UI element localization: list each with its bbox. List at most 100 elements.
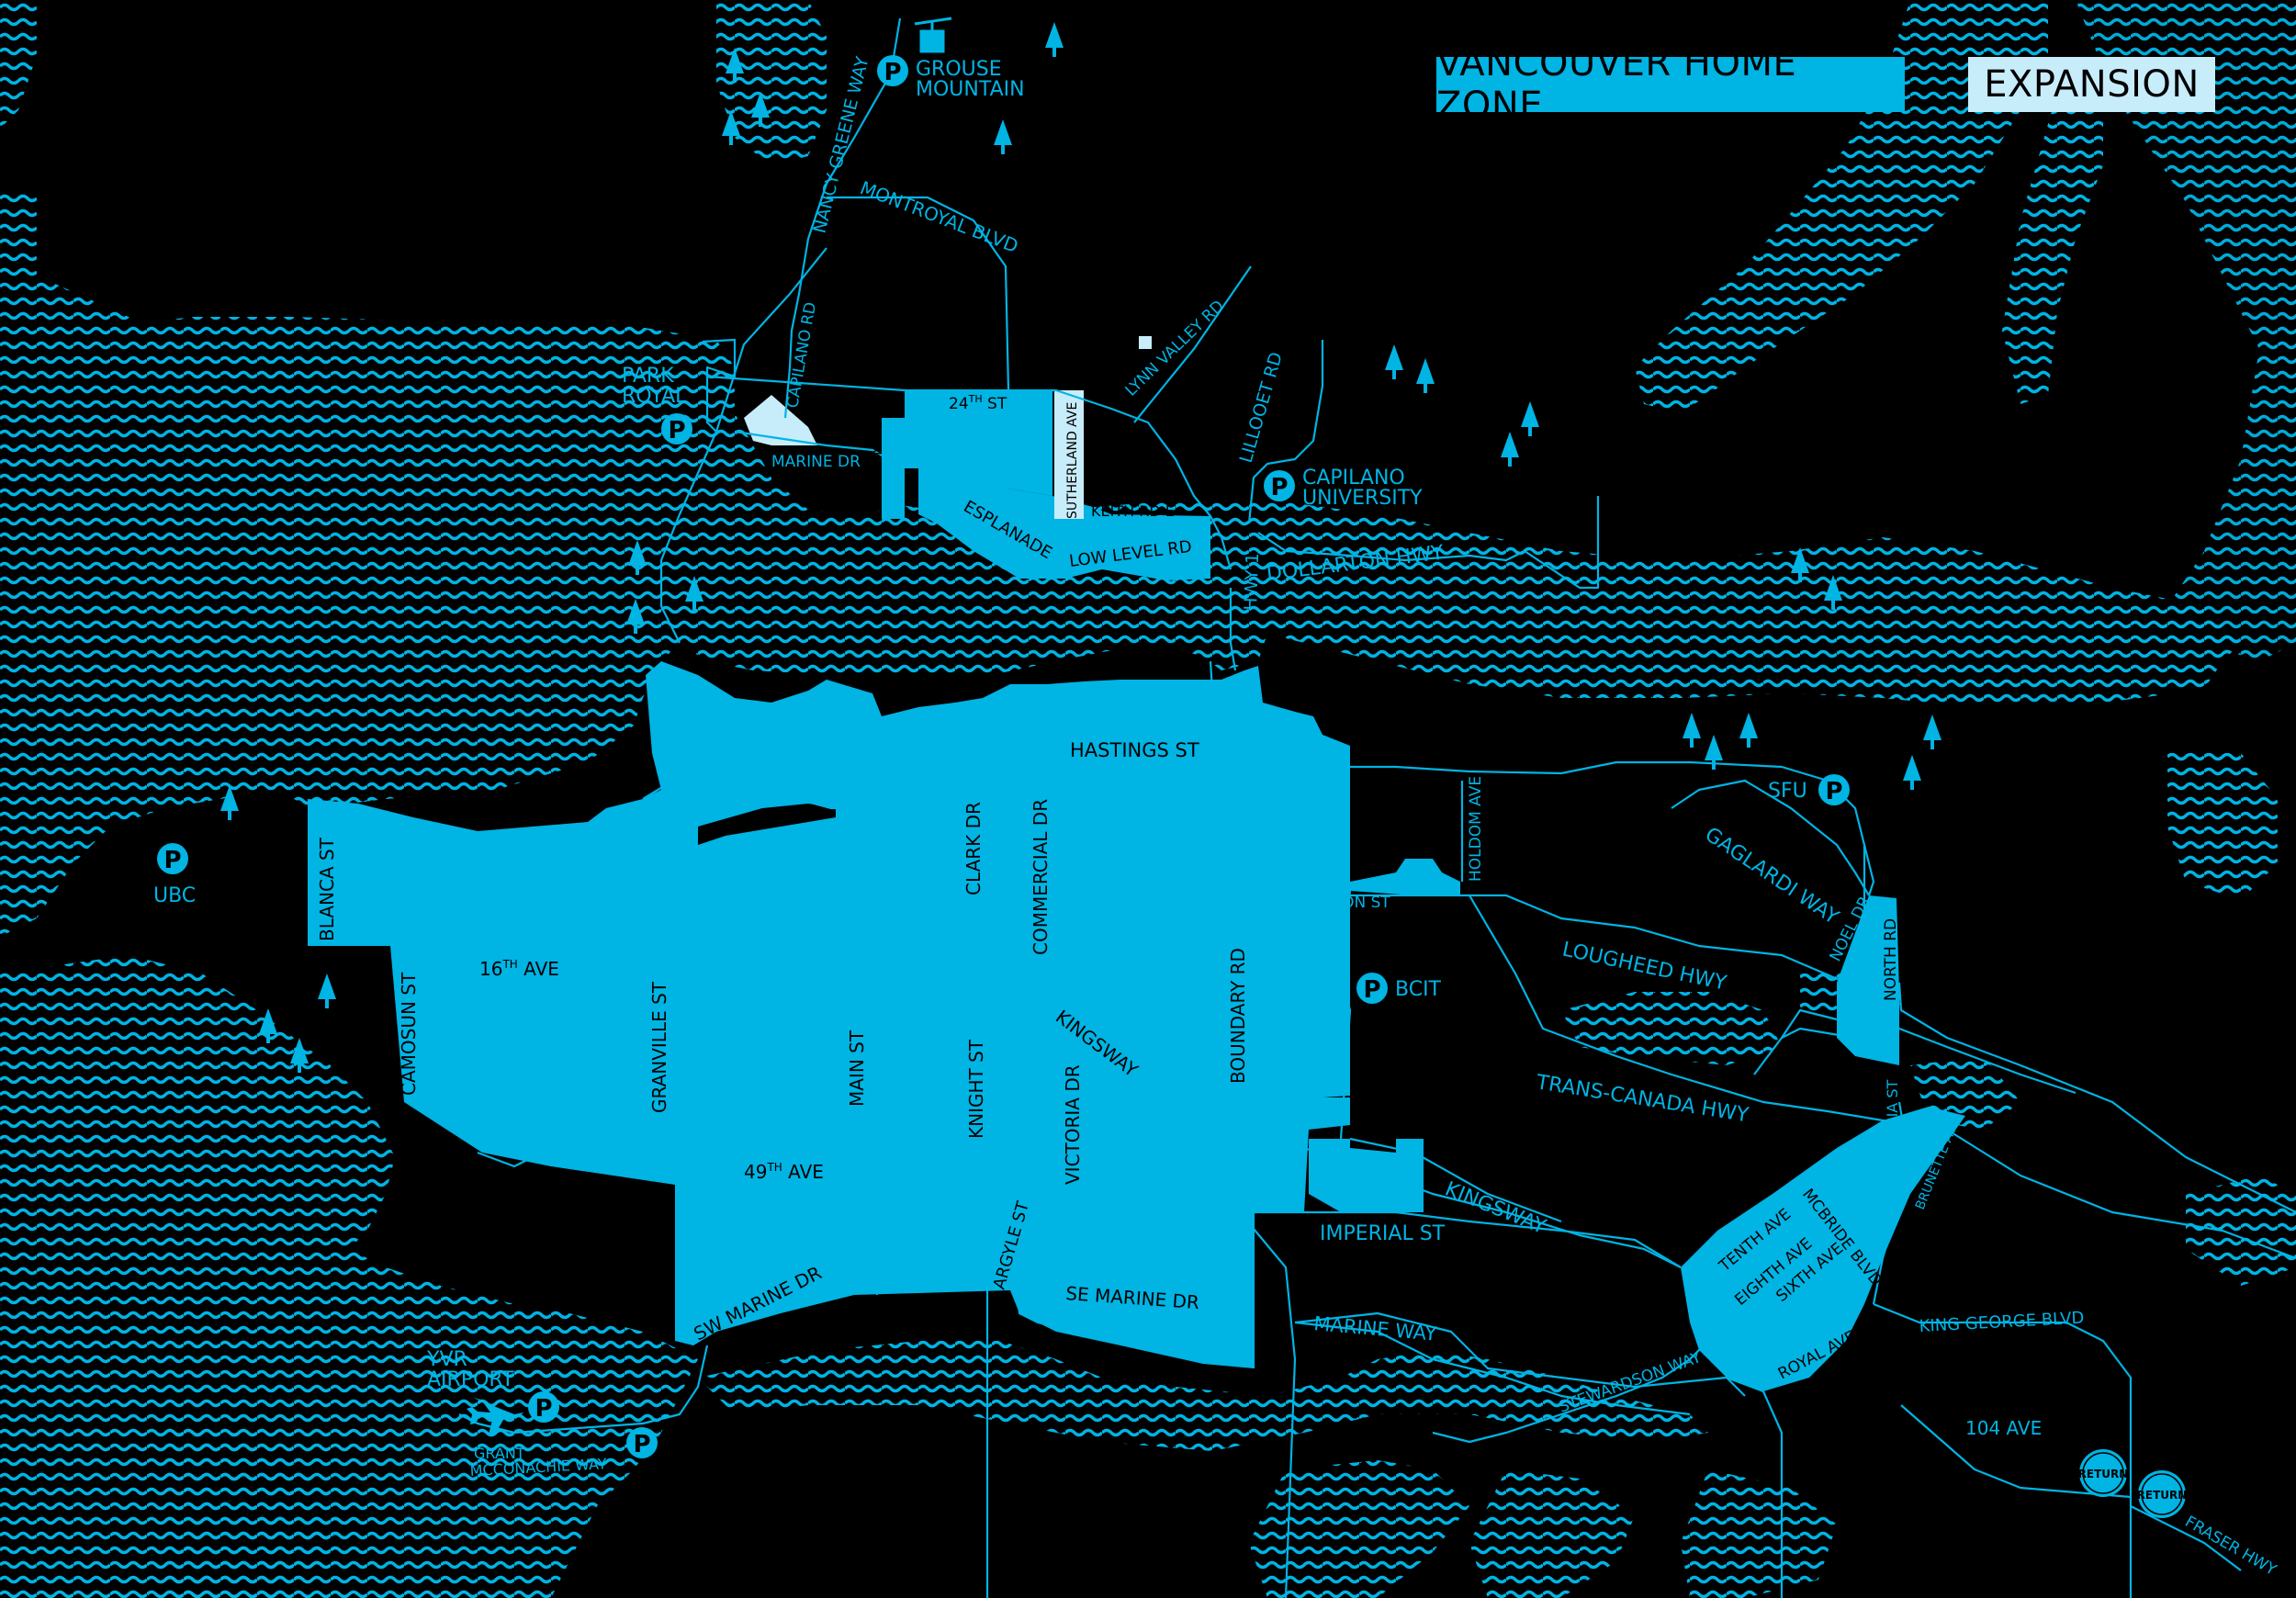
parking-icon-ubc: P — [157, 843, 188, 874]
legend-home-zone: VANCOUVER HOME ZONE — [1436, 42, 1905, 127]
parking-icon-sfu: P — [1818, 774, 1850, 805]
tree-trunk — [1930, 740, 1934, 749]
label-park-royal-2: ROYAL — [622, 385, 687, 408]
parking-icons: P P P P P P P P — [157, 55, 1850, 1458]
label-24th: 24TH ST — [949, 393, 1007, 413]
tree-icon — [1705, 735, 1723, 760]
parking-icon-airport-2: P — [626, 1427, 658, 1458]
tree-trunk — [1001, 145, 1005, 154]
label-holdom: HOLDOM AVE — [1467, 776, 1485, 882]
tree-trunk — [266, 1034, 270, 1043]
return-icons: RETURN RETURN — [2078, 1449, 2188, 1518]
label-grant: GRANT — [474, 1445, 525, 1462]
label-grouse: GROUSE — [916, 58, 1002, 81]
label-blanca: BLANCA ST — [316, 837, 338, 941]
svg-text:P: P — [633, 1431, 650, 1458]
tree-icon — [290, 1038, 309, 1063]
label-kingsway-2: KINGSWAY — [1442, 1177, 1549, 1239]
tree-icon — [220, 785, 239, 811]
tree-trunk — [1798, 573, 1802, 582]
label-capilano: CAPILANO — [1302, 467, 1405, 490]
tree-trunk — [1424, 384, 1427, 393]
label-grouse-2: MOUNTAIN — [916, 78, 1025, 101]
label-hastings: HASTINGS ST — [1070, 739, 1199, 761]
label-montroyal: MONTROYAL BLVD — [857, 176, 1021, 257]
tree-icon — [1903, 755, 1921, 781]
tree-trunk — [1052, 48, 1056, 57]
label-clark: CLARK DR — [962, 802, 985, 895]
label-16th: 16TH AVE — [479, 958, 559, 980]
svg-text:P: P — [884, 59, 901, 86]
tree-trunk — [325, 999, 329, 1008]
svg-text:P: P — [1363, 976, 1380, 1004]
tree-trunk — [636, 566, 639, 575]
label-marine-dr: MARINE DR — [771, 453, 861, 471]
tree-icons — [220, 22, 1941, 1073]
false-creek — [698, 804, 836, 845]
tree-icon — [318, 973, 336, 999]
parking-icon-bcit: P — [1356, 973, 1388, 1004]
label-bcit: BCIT — [1395, 978, 1442, 1001]
svg-text:RETURN: RETURN — [2137, 1489, 2188, 1502]
label-sfu: SFU — [1768, 780, 1807, 803]
svg-text:P: P — [1825, 778, 1842, 805]
label-lynn-valley: LYNN VALLEY RD — [1122, 297, 1228, 400]
tree-trunk — [634, 625, 637, 634]
tree-trunk — [1747, 738, 1750, 748]
label-capilano-rd: CAPILANO RD — [783, 300, 820, 409]
label-gaglardi: GAGLARDI WAY — [1701, 823, 1843, 929]
tree-icon — [726, 48, 744, 73]
airplane-icon — [467, 1398, 523, 1435]
label-hwy1: HWY 1 — [1241, 553, 1263, 612]
label-park-royal: PARK — [622, 365, 674, 388]
return-icon-1: RETURN — [2078, 1449, 2128, 1497]
label-imperial: IMPERIAL ST — [1320, 1222, 1446, 1245]
label-yvr-2: AIRPORT — [427, 1368, 514, 1391]
tree-trunk — [1712, 760, 1716, 770]
tree-icon — [722, 110, 740, 136]
label-fraser: FRASER HWY — [2182, 1513, 2280, 1580]
label-keith: KEITH RD E — [1091, 502, 1175, 520]
svg-text:P: P — [163, 847, 181, 874]
tree-trunk — [729, 136, 733, 145]
tree-trunk — [1392, 370, 1396, 379]
label-capilano-2: UNIVERSITY — [1302, 487, 1423, 510]
label-104-ave: 104 AVE — [1965, 1417, 2042, 1439]
label-lillooet: LILLOOET RD — [1236, 350, 1287, 465]
label-king-george: KING GEORGE BLVD — [1919, 1309, 2085, 1336]
label-49th: 49TH AVE — [744, 1161, 824, 1183]
label-commercial: COMMERCIAL DR — [1030, 799, 1052, 955]
expansion-zone — [744, 336, 1152, 519]
tree-icon — [1923, 715, 1941, 740]
svg-text:P: P — [535, 1395, 552, 1423]
tree-icon — [259, 1008, 277, 1034]
label-victoria: VICTORIA DR — [1062, 1064, 1084, 1185]
label-hamilton: HAMILTON AVE — [869, 414, 885, 516]
parking-icon-grouse: P — [877, 55, 908, 86]
legend-expansion: EXPANSION — [1968, 57, 2215, 112]
home-zone — [308, 390, 1965, 1391]
label-yvr: YVR — [426, 1348, 467, 1371]
label-sutherland: SUTHERLAND AVE — [1065, 402, 1080, 519]
tree-trunk — [1831, 601, 1835, 610]
tree-icon — [1501, 432, 1519, 457]
road-network — [389, 17, 2296, 1598]
parking-icon-yvr: P — [528, 1391, 559, 1423]
tree-trunk — [733, 73, 737, 83]
tree-icon — [1683, 713, 1701, 738]
label-willingdon: WILLINGDON AVE — [1327, 956, 1345, 1093]
parking-icon-capilano: P — [1264, 470, 1295, 501]
tree-icon — [1385, 344, 1403, 370]
tree-icon — [626, 599, 645, 625]
tree-icon — [1791, 547, 1809, 573]
tree-trunk — [1690, 738, 1694, 748]
tree-trunk — [298, 1063, 301, 1073]
tree-trunk — [1910, 781, 1914, 790]
parking-icon-park-royal: P — [661, 413, 692, 445]
label-camosun: CAMOSUN ST — [398, 972, 420, 1096]
label-e-columbia: E COLUMBIA ST — [1884, 1080, 1901, 1194]
tree-icon — [1739, 713, 1758, 738]
tree-icon — [1416, 358, 1435, 384]
label-dawson: DAWSON ST — [1295, 894, 1390, 912]
